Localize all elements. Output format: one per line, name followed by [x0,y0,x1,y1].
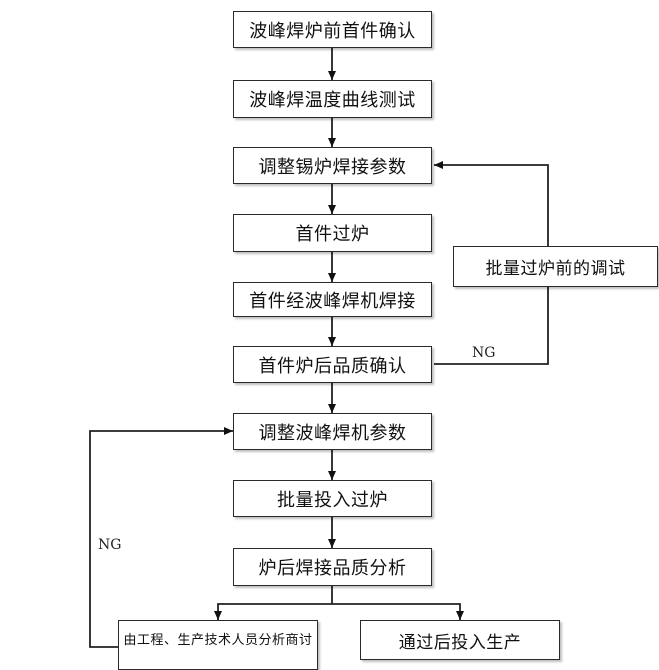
step-adjust-tin-furnace-params: 调整锡炉焊接参数 [233,147,432,184]
ng-loop-left [89,427,233,648]
step-post-furnace-solder-analysis: 炉后焊接品质分析 [233,548,432,586]
step-first-piece-confirm: 波峰焊炉前首件确认 [233,11,432,48]
step-temperature-curve-test: 波峰焊温度曲线测试 [233,80,432,118]
step-first-piece-wave-solder: 首件经波峰焊机焊接 [233,282,432,317]
branch-engineering-analysis: 由工程、生产技术人员分析商讨 [118,620,318,670]
step-adjust-wave-solder-params: 调整波峰焊机参数 [233,413,432,450]
ng-label-left: NG [98,537,122,553]
split-left [214,603,332,620]
branch-pass-into-production: 通过后投入生产 [360,620,560,660]
step-post-furnace-quality-confirm: 首件炉后品质确认 [233,346,432,383]
step-first-piece-pass: 首件过炉 [233,214,432,252]
side-pre-batch-debug: 批量过炉前的调试 [453,246,658,287]
ng-label-right: NG [472,345,496,361]
split-right [332,603,464,620]
step-batch-into-furnace: 批量投入过炉 [233,480,432,517]
